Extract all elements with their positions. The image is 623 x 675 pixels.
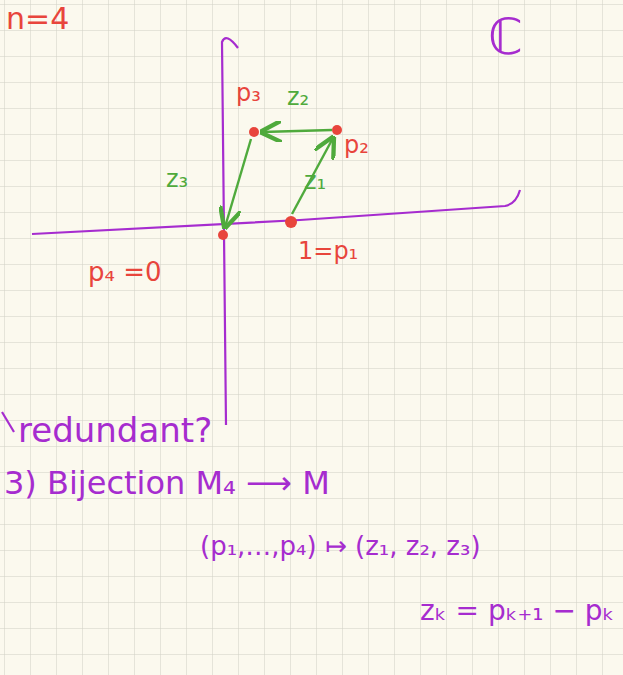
- point-dot: [249, 127, 259, 137]
- point-dot: [332, 125, 342, 135]
- point-dot: [285, 216, 297, 228]
- vector-label: z₂: [287, 84, 309, 110]
- point-label: p₃: [236, 80, 261, 106]
- field-symbol: ℂ: [488, 10, 523, 65]
- vector-label: z₃: [166, 166, 188, 192]
- point-label: p₄ =0: [88, 258, 162, 287]
- note-text: redundant?: [18, 412, 212, 449]
- vector-arrow: [292, 138, 333, 214]
- vector-arrow: [262, 130, 332, 132]
- point-dot: [218, 230, 228, 240]
- note-text: 3) Bijection M₄ ⟶ M: [4, 466, 330, 501]
- real-axis: [32, 190, 520, 234]
- point-label: p₂: [344, 132, 369, 158]
- vector-arrow: [225, 139, 251, 227]
- vector-label: z₁: [304, 168, 326, 194]
- point-label: 1=p₁: [298, 238, 358, 264]
- math-label: n=4: [6, 2, 69, 35]
- pen-stroke: [2, 412, 14, 432]
- math-formula: zₖ = pₖ₊₁ − pₖ: [420, 596, 615, 627]
- math-formula: (p₁,…,p₄) ↦ (z₁, z₂, z₃): [200, 532, 481, 561]
